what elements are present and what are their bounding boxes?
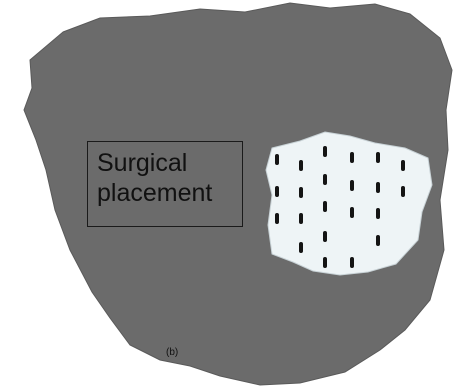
electrode-contact xyxy=(350,152,354,163)
electrode-contact xyxy=(323,201,327,212)
electrode-contact xyxy=(275,213,279,224)
electrode-contact xyxy=(299,213,303,224)
label-line-1: Surgical xyxy=(97,148,242,178)
electrode-contact xyxy=(376,208,380,219)
surgical-placement-label: Surgical placement xyxy=(87,141,243,227)
electrode-contact xyxy=(401,186,405,197)
electrode-contact xyxy=(350,257,354,268)
figure-caption: (b) xyxy=(166,347,178,358)
label-line-2: placement xyxy=(97,178,242,208)
electrode-contact xyxy=(376,182,380,193)
electrode-contact xyxy=(376,152,380,163)
electrode-contact xyxy=(350,180,354,191)
electrode-contact xyxy=(275,186,279,197)
electrode-contact xyxy=(323,231,327,242)
electrode-contact xyxy=(401,160,405,171)
electrode-contact xyxy=(350,207,354,218)
electrode-contact xyxy=(376,235,380,246)
electrode-contact xyxy=(275,154,279,165)
electrode-contact xyxy=(299,160,303,171)
electrode-contact xyxy=(323,257,327,268)
electrode-contact xyxy=(323,146,327,157)
electrode-contact xyxy=(299,187,303,198)
electrode-contact xyxy=(299,242,303,253)
electrode-contact xyxy=(323,174,327,185)
